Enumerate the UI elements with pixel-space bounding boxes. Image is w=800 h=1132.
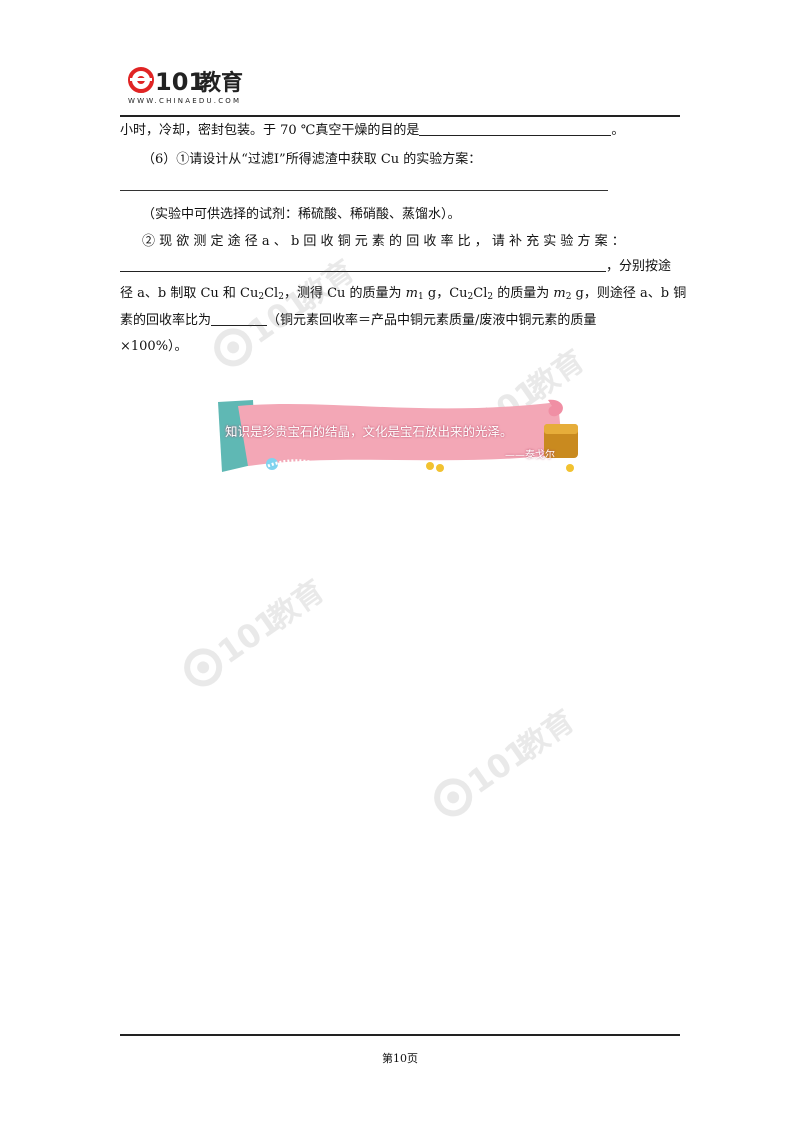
text-line-4: ② 现 欲 测 定 途 径 a 、 b 回 收 铜 元 素 的 回 收 率 比 …	[142, 234, 625, 249]
footer-rule	[120, 1034, 680, 1036]
text-line-2: （6）①请设计从“过滤Ⅰ”所得滤渣中获取 Cu 的实验方案：	[142, 152, 482, 167]
watermark-logo: 101 教育	[184, 574, 331, 687]
watermark-logo: 101 教育	[434, 704, 581, 817]
chinaedu-logo: 101 教育	[128, 67, 243, 96]
header-rule	[120, 115, 680, 117]
answer-blank-4	[211, 311, 268, 326]
text-line-3: （实验中可供选择的试剂：稀硫酸、稀硝酸、蒸馏水）。	[142, 207, 461, 222]
banner-author: ——泰戈尔	[505, 450, 555, 461]
page-number: 第10页	[382, 1052, 418, 1065]
answer-blank-2	[120, 190, 608, 191]
quote-banner	[218, 399, 578, 472]
answer-blank-3	[120, 257, 606, 272]
answer-blank-1	[419, 121, 612, 136]
banner-quote: 知识是珍贵宝石的结晶，文化是宝石放出来的光泽。	[225, 424, 513, 439]
svg-text:教育: 教育	[199, 70, 243, 96]
svg-text:101: 101	[155, 68, 205, 96]
text-line-5: ，分别按途	[120, 257, 671, 277]
text-line-8: ×100%）。	[120, 339, 188, 354]
text-line-7: 素的回收率比为（铜元素回收率＝产品中铜元素质量/废液中铜元素的质量	[120, 311, 597, 328]
text-line-1: 小时，冷却，密封包装。于 70 ℃真空干燥的目的是。	[120, 121, 625, 138]
logo-url: WWW.CHINAEDU.COM	[128, 97, 242, 105]
text-line-6: 径 a、b 制取 Cu 和 Cu2Cl2，测得 Cu 的质量为 m1 g，Cu2…	[120, 286, 687, 302]
